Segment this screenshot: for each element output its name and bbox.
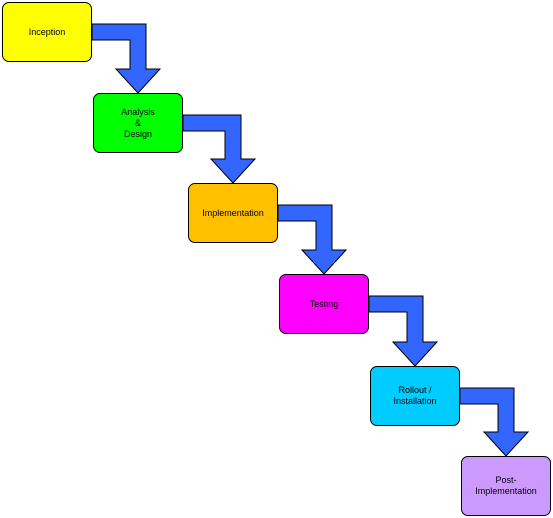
stage-inception: Inception bbox=[2, 2, 92, 62]
stage-implementation: Implementation bbox=[188, 183, 278, 243]
arrow-inception-to-analysis bbox=[91, 23, 162, 94]
arrow-analysis-to-implementation bbox=[182, 114, 257, 184]
arrow-rollout-to-post-implementation bbox=[459, 387, 530, 457]
arrow-testing-to-rollout bbox=[368, 295, 439, 367]
stage-analysis-design: Analysis & Design bbox=[93, 93, 183, 153]
stage-post-implementation: Post- Implementation bbox=[461, 456, 551, 516]
stage-rollout-installation: Rollout / Installation bbox=[370, 366, 460, 426]
stage-testing: Testing bbox=[279, 274, 369, 334]
arrow-implementation-to-testing bbox=[277, 204, 348, 275]
